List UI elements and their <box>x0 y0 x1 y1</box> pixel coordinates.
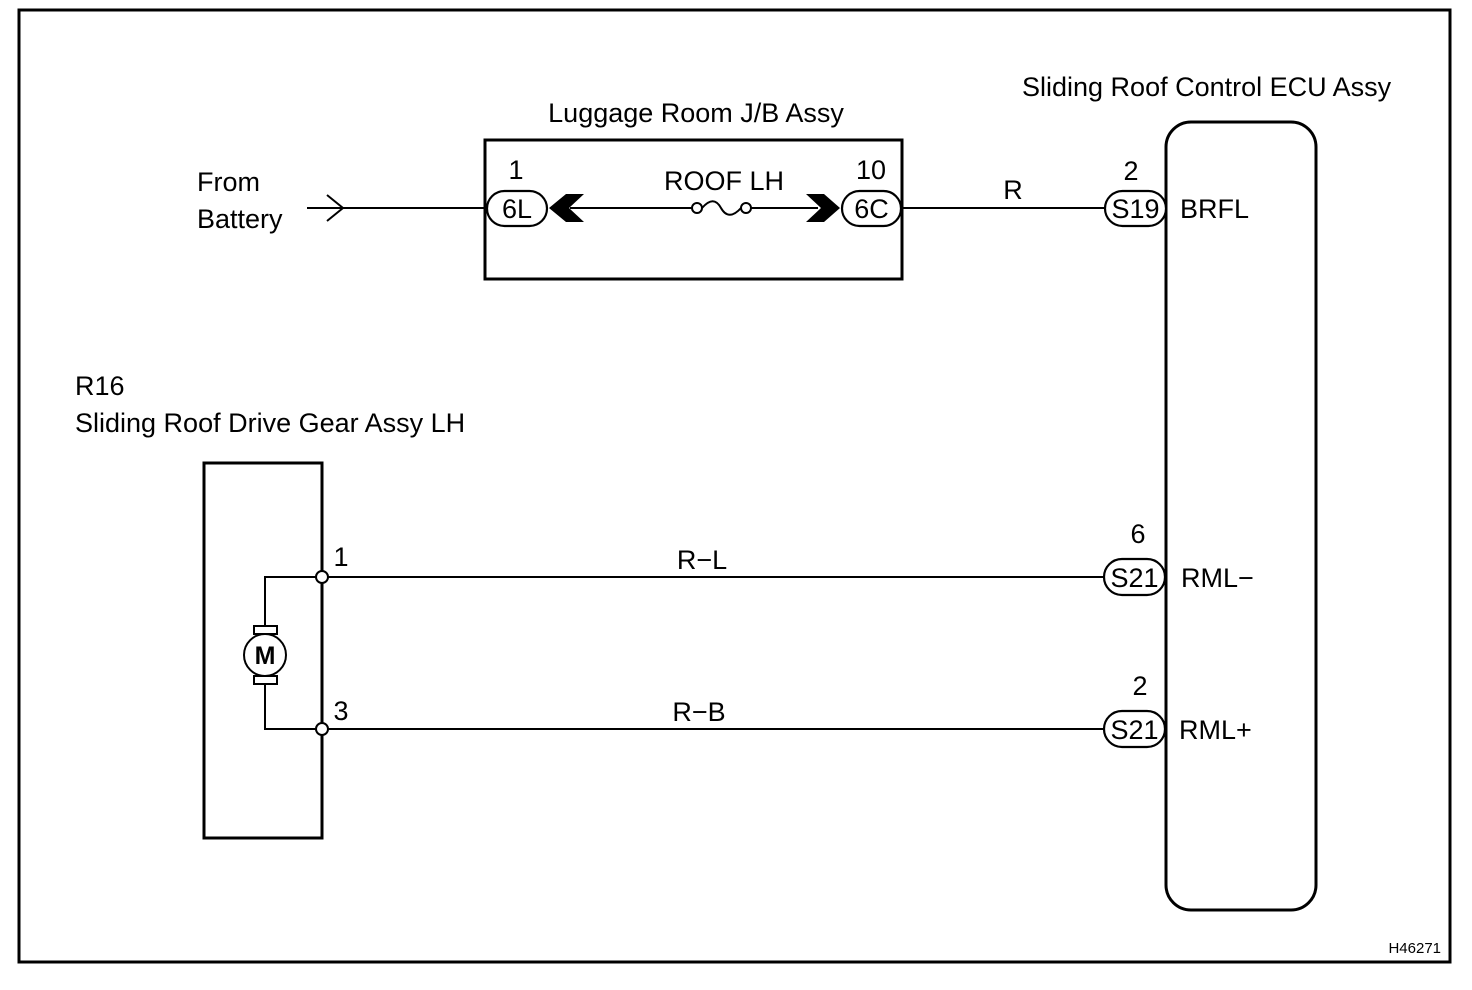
motor-icon <box>243 633 287 677</box>
ecu-connector-code-brfl: S19 <box>1111 194 1159 224</box>
source-label-from: From <box>197 167 260 197</box>
ecu-connector-code-rml-minus: S21 <box>1110 563 1158 593</box>
wire-brfl-color: R <box>1003 175 1023 205</box>
jb-out-pin-number: 10 <box>856 155 886 185</box>
junction-block: Luggage Room J/B Assy 1 6L ROOF LH 10 6C <box>483 98 904 281</box>
outer-frame <box>17 8 1452 964</box>
fuse-label: ROOF LH <box>664 166 784 196</box>
ecu-connector-brfl <box>1103 189 1168 228</box>
motor-terminal-3 <box>315 722 329 736</box>
motor-lead-bottom <box>264 684 322 730</box>
fuse-icon <box>701 200 742 216</box>
ecu-pin-number-rml-minus: 6 <box>1130 519 1145 549</box>
ecu-connector-code-rml-plus: S21 <box>1110 715 1158 745</box>
junction-block-title: Luggage Room J/B Assy <box>548 98 844 128</box>
motor-symbol: M <box>255 642 276 670</box>
battery-source: From Battery <box>197 167 485 234</box>
jb-out-connector-code: 6C <box>854 194 889 224</box>
motor-terminal-1 <box>315 570 329 584</box>
source-label-battery: Battery <box>197 204 283 234</box>
fuse-terminal-right <box>740 202 752 214</box>
motor-box <box>202 461 324 840</box>
motor-pin-3: 3 <box>333 696 348 726</box>
ecu-signal-brfl: BRFL <box>1180 194 1249 224</box>
drive-gear-motor: R16 Sliding Roof Drive Gear Assy LH M 1 … <box>75 371 465 840</box>
jb-out-connector <box>840 189 903 228</box>
wire-rml-plus-color: R−B <box>672 697 725 727</box>
wire-rml-minus-color: R−L <box>677 545 727 575</box>
motor-code: R16 <box>75 371 125 401</box>
ecu-signal-rml-minus: RML− <box>1181 563 1254 593</box>
ecu-box <box>1164 120 1318 912</box>
female-connector-icon <box>549 194 584 222</box>
jb-in-connector-code: 6L <box>502 194 532 224</box>
fuse-terminal-left <box>691 202 703 214</box>
figure-code: H46271 <box>1388 940 1441 957</box>
ecu-pin-number-rml-plus: 2 <box>1132 671 1147 701</box>
ecu-pin-number-brfl: 2 <box>1123 156 1138 186</box>
motor-title: Sliding Roof Drive Gear Assy LH <box>75 408 465 438</box>
ecu-title: Sliding Roof Control ECU Assy <box>1022 72 1392 102</box>
motor-lead-top <box>264 576 322 626</box>
motor-brush-top <box>253 625 278 635</box>
ecu-signal-rml-plus: RML+ <box>1179 715 1252 745</box>
arrow-right-icon <box>326 194 345 222</box>
jb-in-pin-number: 1 <box>508 155 523 185</box>
motor-pin-1: 1 <box>333 542 348 572</box>
motor-brush-bottom <box>253 675 278 685</box>
male-connector-icon <box>806 194 840 222</box>
jb-in-connector <box>485 189 549 228</box>
